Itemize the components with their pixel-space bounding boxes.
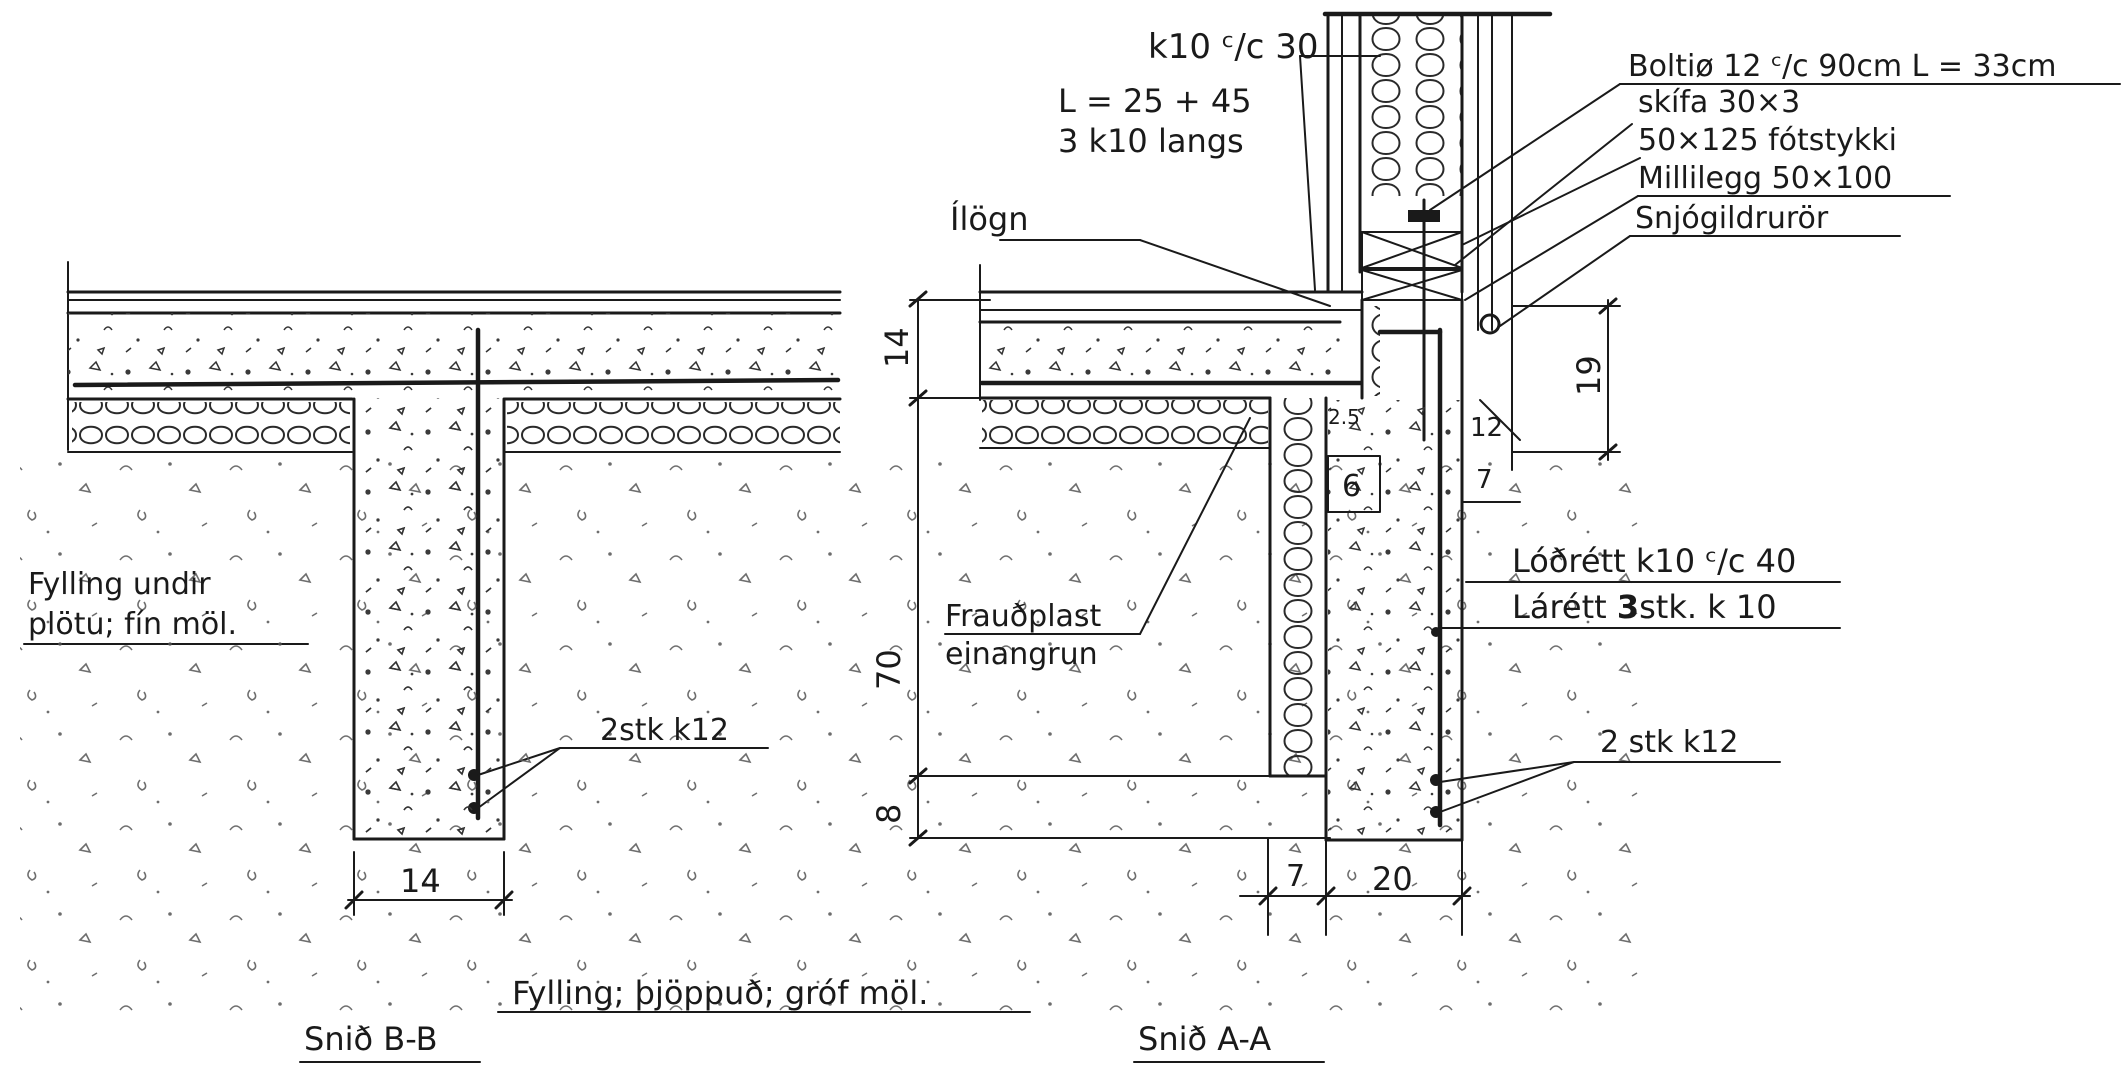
- labels: k10 ᶜ/c 30 L = 25 + 45 3 k10 langs Ílögn…: [28, 27, 2056, 1063]
- dim-offset-12: 12: [1470, 413, 1503, 443]
- label-horizontal-rebar-num: 3: [1617, 588, 1639, 626]
- label-horizontal-rebar-pre: Lárétt: [1512, 588, 1617, 626]
- slab-rebar-bottom: [72, 377, 841, 388]
- label-bolt: Boltiø 12 ᶜ/c 90cm L = 33cm: [1628, 49, 2056, 84]
- wall-rebar-1: [1430, 774, 1442, 786]
- dim-wall-height: 70: [870, 649, 908, 690]
- label-rebar-top: k10 ᶜ/c 30: [1148, 27, 1319, 67]
- label-section-a: Snið A-A: [1138, 1020, 1271, 1058]
- drip-pipe-leader: [1499, 235, 1631, 327]
- dim-edge-height: 19: [1570, 355, 1608, 396]
- dim-beam-width-b: 14: [400, 862, 441, 900]
- rebar-top-leader: [1299, 55, 1316, 291]
- section-a-a: [908, 11, 2121, 936]
- bolt-leader: [1429, 83, 1621, 211]
- dim-offset-7-right: 7: [1476, 465, 1493, 495]
- label-fill-under-line1: Fylling undir: [28, 567, 211, 602]
- vertical-foam-insulation: [1270, 398, 1326, 776]
- slab-a-concrete: [980, 322, 1340, 382]
- bolt-nut: [1408, 210, 1440, 222]
- sole-plate: [1361, 231, 1463, 269]
- label-vertical-rebar: Lóðrétt k10 ᶜ/c 40: [1512, 542, 1796, 580]
- label-horizontal-rebar: Lárétt 3stk. k 10: [1512, 588, 1777, 626]
- label-fill-bottom: Fylling; þjöppuð; gróf möl.: [512, 974, 928, 1012]
- label-rebar-b: 2stk k12: [600, 713, 729, 748]
- dim-slab-thickness: 14: [878, 327, 916, 368]
- label-foam-line2: einangrun: [945, 637, 1098, 672]
- label-fill-under-line2: plötu; fín möl.: [28, 607, 237, 642]
- washer-leader: [1454, 123, 1633, 266]
- spacer-block: [1361, 269, 1463, 301]
- ilogn-leader: [1139, 239, 1331, 307]
- label-sole-plate: 50×125 fótstykki: [1638, 123, 1897, 158]
- dim-footing-depth: 8: [870, 804, 908, 824]
- wall-insulation: [1362, 16, 1462, 196]
- dim-offset-6: 6: [1342, 469, 1361, 504]
- label-washer: skífa 30×3: [1638, 85, 1800, 120]
- drip-pipe: [1479, 313, 1501, 335]
- label-spacer: Millilegg 50×100: [1638, 161, 1892, 196]
- dim-wall-width: 20: [1372, 860, 1413, 898]
- offset-6-box: [1327, 455, 1381, 513]
- insulation-right: [507, 402, 840, 450]
- label-horizontal-rebar-post: stk. k 10: [1639, 588, 1777, 626]
- dim-insulation-width: 7: [1286, 859, 1305, 894]
- edge-insulation-strip: [1362, 306, 1380, 396]
- label-drip-pipe: Snjógildrurör: [1635, 201, 1829, 236]
- dim-offset-25: 2.5: [1328, 405, 1360, 429]
- label-rebar-a: 2 stk k12: [1600, 725, 1738, 760]
- label-foam-line1: Frauðplast: [945, 599, 1102, 634]
- foam-leader: [1139, 417, 1251, 635]
- label-rebar-length: L = 25 + 45: [1058, 82, 1252, 120]
- sole-plate-leader: [1461, 157, 1641, 246]
- slab-a-insulation: [982, 400, 1268, 446]
- insulation-left: [72, 402, 350, 450]
- spacer-leader: [1464, 195, 1639, 301]
- label-rebar-long: 3 k10 langs: [1058, 122, 1244, 160]
- label-section-b: Snið B-B: [304, 1020, 438, 1058]
- wall-rebar-2: [1430, 806, 1442, 818]
- label-ilogn: Ílögn: [950, 200, 1029, 238]
